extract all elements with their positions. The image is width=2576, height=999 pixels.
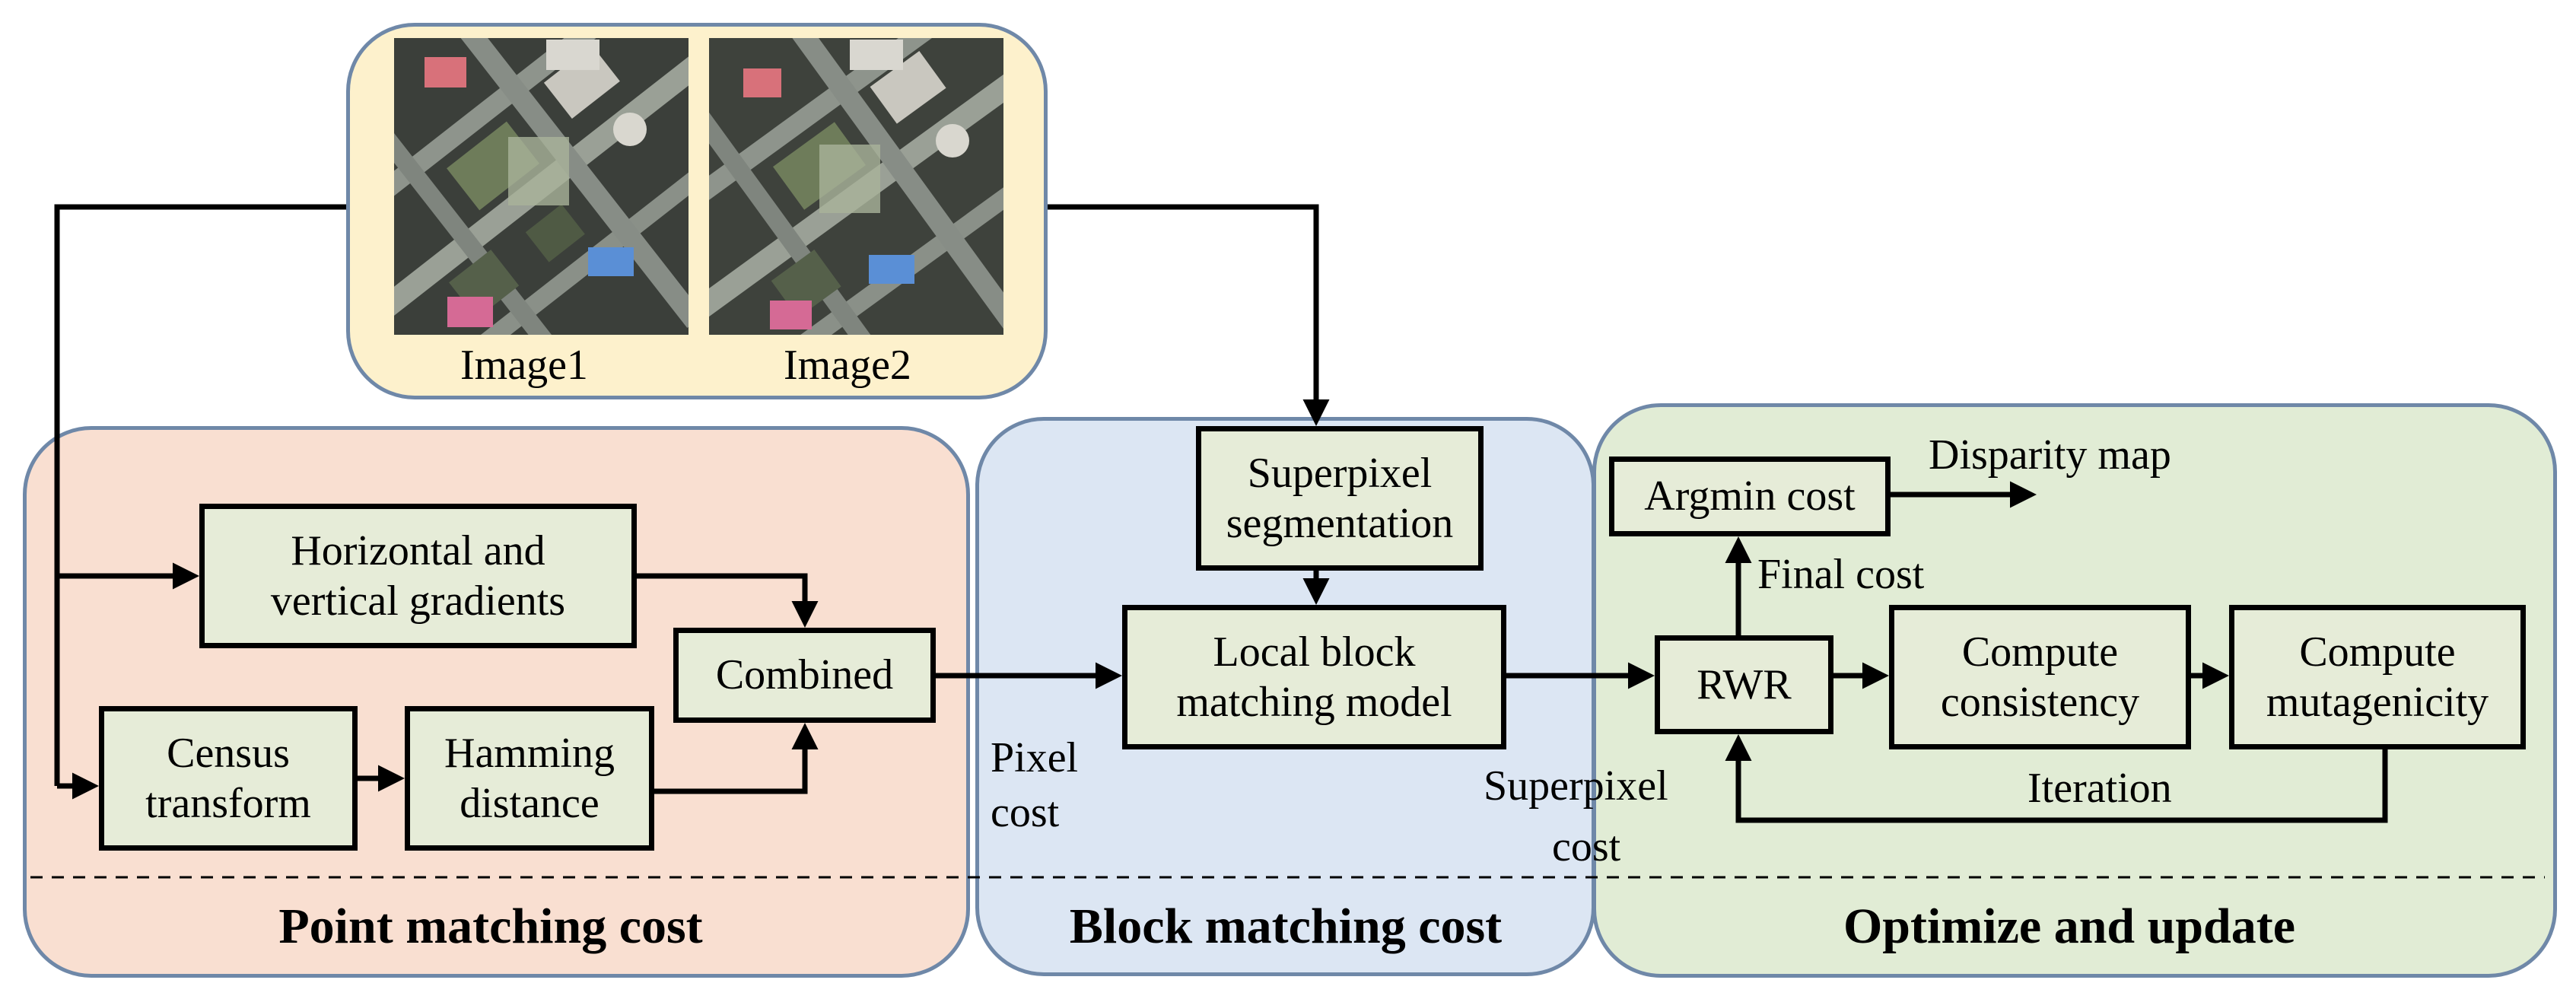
compute-consistency-box: Compute consistency bbox=[1889, 605, 2191, 749]
images-to-segmentation-arrow bbox=[1048, 204, 1330, 426]
compute-mutagenicity-box: Compute mutagenicity bbox=[2229, 605, 2526, 749]
census-transform-box: Census transform bbox=[99, 706, 358, 851]
rwr-box: RWR bbox=[1655, 635, 1833, 734]
disparity-map-label: Disparity map bbox=[1929, 431, 2171, 479]
superpixel-cost-label-line1: Superpixel bbox=[1484, 762, 1668, 810]
pixel-cost-label-line2: cost bbox=[991, 789, 1060, 836]
local-block-matching-box: Local block matching model bbox=[1122, 605, 1506, 749]
gradients-box: Horizontal and vertical gradients bbox=[199, 504, 637, 648]
satellite-image-1 bbox=[394, 38, 689, 335]
point-matching-title: Point matching cost bbox=[278, 899, 703, 954]
block-matching-title: Block matching cost bbox=[1069, 899, 1503, 954]
optimize-update-title: Optimize and update bbox=[1843, 899, 2296, 954]
satellite-image-1-graphic bbox=[394, 38, 689, 335]
iteration-label: Iteration bbox=[2027, 765, 2172, 812]
image1-label: Image1 bbox=[460, 342, 588, 389]
hamming-distance-box: Hamming distance bbox=[405, 706, 654, 851]
argmin-cost-box: Argmin cost bbox=[1609, 457, 1891, 536]
pixel-cost-label-line1: Pixel bbox=[991, 734, 1079, 781]
combined-box: Combined bbox=[673, 628, 936, 723]
superpixel-segmentation-box: Superpixel segmentation bbox=[1196, 426, 1484, 571]
satellite-image-2-graphic bbox=[709, 38, 1003, 335]
image2-label: Image2 bbox=[784, 342, 911, 389]
superpixel-cost-label-line2: cost bbox=[1552, 823, 1621, 870]
final-cost-label: Final cost bbox=[1757, 551, 1925, 598]
satellite-image-2 bbox=[709, 38, 1003, 335]
